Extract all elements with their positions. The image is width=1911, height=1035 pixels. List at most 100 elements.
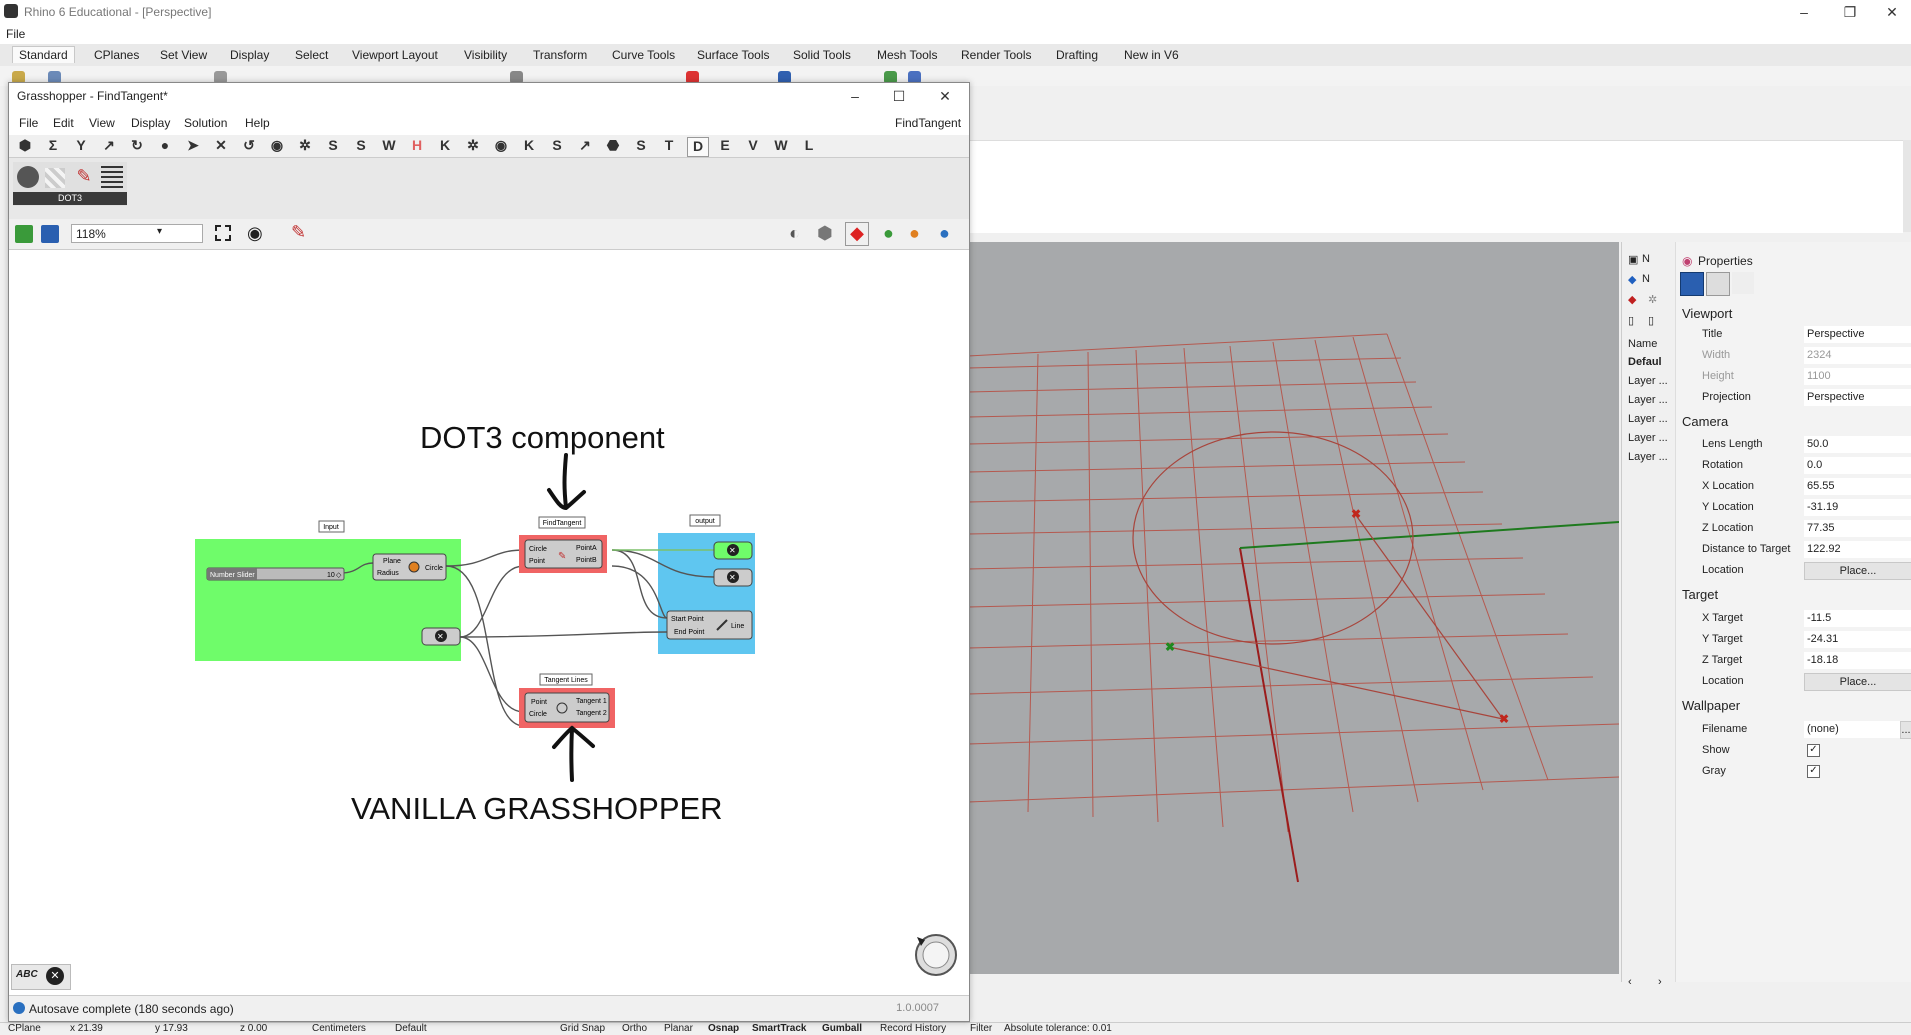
slider-grip-icon[interactable]: ◇ xyxy=(336,572,342,579)
grasshopper-properties-icon[interactable] xyxy=(1732,272,1754,294)
tool-icon[interactable] xyxy=(214,71,227,84)
layer-item[interactable]: Layer ... xyxy=(1628,451,1668,463)
tool-icon[interactable] xyxy=(884,71,897,84)
material-icon[interactable]: ● xyxy=(909,223,920,243)
gh-minimize-icon[interactable]: – xyxy=(851,88,859,104)
menu-file[interactable]: File xyxy=(6,27,26,41)
y-target-field[interactable]: -24.31 xyxy=(1804,631,1911,648)
plugin-tab-w2[interactable]: W xyxy=(774,137,788,153)
distance-to-target-field[interactable]: 122.92 xyxy=(1804,541,1911,558)
plugin-tab-s4[interactable]: S xyxy=(636,137,646,153)
tab-display[interactable]: Display xyxy=(230,48,270,62)
display-mode-icon[interactable]: ● xyxy=(939,223,950,243)
show-checkbox[interactable]: ✓ xyxy=(1807,744,1820,757)
plugin-tab-e[interactable]: E xyxy=(720,137,730,153)
intersect-tab-icon[interactable]: ✕ xyxy=(215,137,227,153)
maths-tab-icon[interactable]: Σ xyxy=(48,137,58,153)
transform-tab-icon[interactable]: ↺ xyxy=(243,137,255,153)
layer-item[interactable]: Layer ... xyxy=(1628,432,1668,444)
z-location-field[interactable]: 77.35 xyxy=(1804,520,1911,537)
plugin-tab-s[interactable]: S xyxy=(328,137,338,153)
perspective-viewport[interactable]: ✖ ✖ ✖ xyxy=(968,242,1619,974)
tab-drafting[interactable]: Drafting xyxy=(1056,48,1099,62)
record-history-toggle[interactable]: Record History xyxy=(880,1023,947,1034)
dot3-pen-icon[interactable]: ✎ xyxy=(76,166,92,186)
layer-default[interactable]: Defaul xyxy=(1628,356,1662,368)
gray-checkbox[interactable]: ✓ xyxy=(1807,765,1820,778)
filter-toggle[interactable]: Filter xyxy=(970,1023,993,1034)
params-tab-icon[interactable]: ⬢ xyxy=(18,137,32,153)
dot3-lines-icon[interactable] xyxy=(101,166,123,188)
preview-wire-icon[interactable]: ◐ xyxy=(789,223,800,243)
units-label[interactable]: Centimeters xyxy=(312,1023,366,1034)
plugin-tab-icon[interactable]: ↗ xyxy=(579,137,591,153)
dot3-panel-label[interactable]: DOT3 xyxy=(13,192,127,205)
tab-viewport-layout[interactable]: Viewport Layout xyxy=(352,48,438,62)
projection-select[interactable]: Perspective xyxy=(1804,389,1911,406)
open-file-icon[interactable] xyxy=(15,225,33,243)
gh-menu-help[interactable]: Help xyxy=(245,116,270,130)
tab-visibility[interactable]: Visibility xyxy=(464,48,508,62)
y-location-field[interactable]: -31.19 xyxy=(1804,499,1911,516)
zoom-chevron-down-icon[interactable]: ▾ xyxy=(157,226,163,237)
tangent-line-1[interactable] xyxy=(1168,646,1504,720)
abc-text-icon[interactable]: ABC xyxy=(16,969,38,980)
restore-icon[interactable]: ❐ xyxy=(1843,4,1857,20)
mesh-tab-icon[interactable]: ➤ xyxy=(187,137,199,153)
gh-close-icon[interactable]: ✕ xyxy=(939,88,951,104)
ortho-toggle[interactable]: Ortho xyxy=(622,1023,648,1034)
browse-button[interactable]: ... xyxy=(1900,721,1911,739)
plugin-tab-icon[interactable]: ✲ xyxy=(299,137,311,153)
minimize-icon[interactable]: – xyxy=(1800,4,1808,20)
plugin-tab-s2[interactable]: S xyxy=(356,137,366,153)
plugin-tab-v[interactable]: V xyxy=(748,137,758,153)
tab-select[interactable]: Select xyxy=(295,48,329,62)
gh-menu-display[interactable]: Display xyxy=(131,116,171,130)
grid-snap-toggle[interactable]: Grid Snap xyxy=(560,1023,606,1034)
viewport-properties-icon[interactable] xyxy=(1680,272,1704,296)
findtangent-component[interactable] xyxy=(524,539,603,569)
gear-icon[interactable]: ✲ xyxy=(1648,294,1658,306)
planar-toggle[interactable]: Planar xyxy=(664,1023,693,1034)
tool-icon[interactable] xyxy=(510,71,523,84)
plugin-tab-t[interactable]: T xyxy=(664,137,674,153)
close-icon[interactable]: ✕ xyxy=(1886,4,1898,20)
target-place-button[interactable]: Place... xyxy=(1804,673,1911,691)
tab-new-in-v6[interactable]: New in V6 xyxy=(1124,48,1179,62)
preview-selected-icon[interactable]: ◆ xyxy=(845,222,869,246)
tangent-line-2[interactable] xyxy=(1354,513,1504,720)
curve-tab-icon[interactable]: ↻ xyxy=(131,137,143,153)
surface-tab-icon[interactable]: ● xyxy=(160,137,170,153)
tab-solid-tools[interactable]: Solid Tools xyxy=(793,48,851,62)
smarttrack-toggle[interactable]: SmartTrack xyxy=(752,1023,807,1034)
page-icon[interactable]: ▯ xyxy=(1628,315,1635,327)
line-component[interactable] xyxy=(666,610,753,640)
plugin-tab-icon[interactable]: ◉ xyxy=(494,137,508,153)
sketch-icon[interactable]: ✎ xyxy=(291,222,307,242)
layer-icon[interactable]: ◆ xyxy=(1628,294,1637,306)
save-icon[interactable] xyxy=(41,225,59,243)
display-tab-icon[interactable]: ◉ xyxy=(270,137,284,153)
camera-place-button[interactable]: Place... xyxy=(1804,562,1911,580)
display-properties-icon[interactable] xyxy=(1706,272,1730,296)
plugin-tab-d[interactable]: D xyxy=(687,137,709,157)
open-icon[interactable] xyxy=(48,71,61,84)
dot3-checker-icon[interactable] xyxy=(45,168,65,188)
layer-item[interactable]: Layer ... xyxy=(1628,413,1668,425)
plugin-tab-l[interactable]: L xyxy=(804,137,814,153)
tab-cplanes[interactable]: CPlanes xyxy=(94,48,140,62)
gh-menu-view[interactable]: View xyxy=(89,116,115,130)
vector-tab-icon[interactable]: ↗ xyxy=(103,137,115,153)
plugin-tab-icon[interactable]: ✲ xyxy=(467,137,479,153)
copy-icon[interactable]: ▯ xyxy=(1648,315,1655,327)
zoom-extents-icon[interactable] xyxy=(215,225,231,241)
chevron-left-icon[interactable]: ‹ xyxy=(1628,976,1632,988)
layer-item[interactable]: Layer ... xyxy=(1628,394,1668,406)
plugin-tab-s3[interactable]: S xyxy=(552,137,562,153)
display-sphere-icon[interactable] xyxy=(778,71,791,84)
plugin-tab-w[interactable]: W xyxy=(382,137,396,153)
render-sphere-icon[interactable] xyxy=(686,71,699,84)
circle-curve[interactable] xyxy=(1132,431,1414,645)
osnap-toggle[interactable]: Osnap xyxy=(708,1023,740,1034)
layer-item[interactable]: Layer ... xyxy=(1628,375,1668,387)
